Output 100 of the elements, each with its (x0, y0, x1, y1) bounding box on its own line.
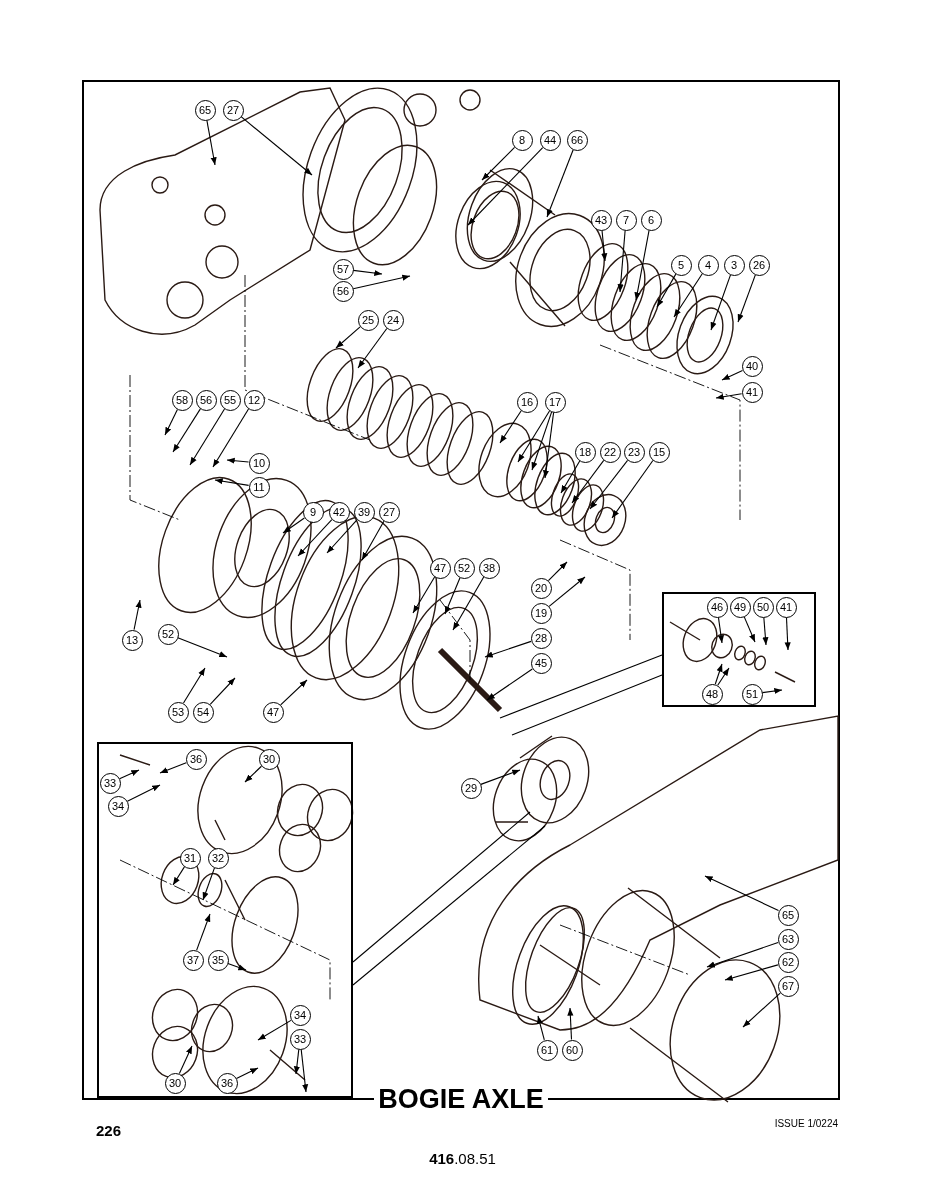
callout-number: 20 (530, 577, 552, 599)
leader-line (352, 269, 383, 277)
leader-line (737, 274, 756, 323)
callout-number: 16 (516, 391, 538, 413)
leader-line (486, 668, 533, 701)
callout-number: 65 (194, 99, 216, 121)
callout-number: 47 (262, 701, 284, 723)
callout-number: 55 (219, 389, 241, 411)
leader-line (499, 410, 522, 444)
callout-number: 28 (530, 627, 552, 649)
callout-number: 7 (615, 209, 637, 231)
leader-line (537, 1015, 545, 1041)
leader-line (357, 327, 388, 369)
callout-number: 60 (561, 1039, 583, 1061)
inset-connector-line (511, 674, 663, 736)
callout-number: 62 (777, 951, 799, 973)
leader-line (724, 964, 779, 981)
leader-line (548, 576, 586, 607)
leader-line (717, 667, 730, 686)
callout-number: 34 (107, 795, 129, 817)
leader-line (714, 663, 723, 685)
leader-line (159, 762, 187, 774)
leader-line (589, 459, 629, 510)
leader-line (209, 677, 236, 705)
issue-note: ISSUE 1/0224 (774, 1117, 838, 1131)
callout-number: 17 (544, 391, 566, 413)
callout-number: 8 (511, 129, 533, 151)
callout-number: 65 (777, 904, 799, 926)
callout-number: 47 (429, 557, 451, 579)
callout-number: 54 (192, 701, 214, 723)
leader-line (226, 457, 250, 464)
callout-number: 42 (328, 501, 350, 523)
leader-line (300, 1048, 309, 1093)
callout-number: 30 (258, 748, 280, 770)
callout-number: 18 (574, 441, 596, 463)
leader-line (227, 963, 247, 971)
callout-number: 63 (777, 928, 799, 950)
callout-number: 25 (357, 309, 379, 331)
leader-line (196, 913, 211, 951)
leader-line (182, 667, 206, 704)
callout-number: 52 (157, 623, 179, 645)
callout-number: 37 (182, 949, 204, 971)
callout-number: 45 (530, 652, 552, 674)
leader-line (444, 577, 461, 615)
callout-number: 11 (248, 476, 270, 498)
callout-number: 46 (706, 596, 728, 618)
callout-number: 61 (536, 1039, 558, 1061)
leader-line (721, 369, 744, 381)
callout-number: 53 (167, 701, 189, 723)
callout-number: 43 (590, 209, 612, 231)
inset-connector-line (352, 811, 531, 963)
callout-number: 6 (640, 209, 662, 231)
inset-frame (662, 592, 816, 707)
callout-number: 4 (697, 254, 719, 276)
leader-line (531, 411, 553, 471)
leader-line (297, 519, 333, 557)
callout-number: 23 (623, 441, 645, 463)
callout-number: 56 (332, 280, 354, 302)
leader-line (634, 229, 650, 301)
callout-number: 33 (99, 772, 121, 794)
leader-line (715, 393, 743, 400)
inset-connector-line (352, 825, 546, 986)
leader-line (352, 274, 411, 290)
leader-line (617, 229, 626, 293)
leader-line (546, 149, 574, 218)
callout-number: 50 (752, 596, 774, 618)
leader-line (481, 146, 516, 181)
callout-number: 41 (775, 596, 797, 618)
callout-number: 56 (195, 389, 217, 411)
callout-number: 32 (207, 847, 229, 869)
leader-line (761, 687, 783, 695)
callout-number: 52 (453, 557, 475, 579)
leader-line (206, 119, 217, 166)
leader-line (484, 640, 532, 658)
leader-line (762, 616, 769, 646)
leader-line (214, 478, 250, 486)
callout-number: 5 (670, 254, 692, 276)
leader-line (571, 459, 605, 504)
leader-line (743, 616, 756, 643)
callout-number: 58 (171, 389, 193, 411)
leader-line (293, 1048, 300, 1075)
leader-line (673, 273, 703, 318)
callout-number: 9 (302, 501, 324, 523)
callout-number: 67 (777, 975, 799, 997)
page-number: 226 (96, 1121, 122, 1141)
callout-number: 33 (289, 1028, 311, 1050)
leader-line (601, 229, 608, 262)
leader-line (547, 561, 568, 582)
callout-number: 19 (530, 602, 552, 624)
leader-line (335, 326, 361, 349)
inset-connector-line (499, 654, 663, 719)
leader-line (119, 769, 140, 780)
callout-number: 22 (599, 441, 621, 463)
callout-number: 51 (741, 683, 763, 705)
leader-line (282, 517, 305, 534)
callout-number: 34 (289, 1004, 311, 1026)
callout-number: 27 (378, 501, 400, 523)
callout-number: 27 (222, 99, 244, 121)
leader-line (706, 941, 779, 968)
callout-number: 31 (179, 847, 201, 869)
